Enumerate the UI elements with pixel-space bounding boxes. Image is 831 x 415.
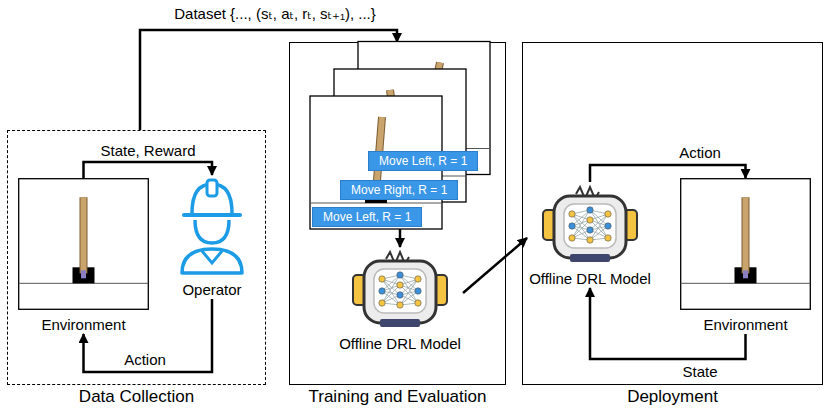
node-label: Operator [176, 281, 248, 299]
connector [84, 299, 213, 372]
action-label: Move Left, R = 1 [379, 154, 467, 168]
box-caption: Deployment [493, 387, 831, 407]
model-node: Offline DRL Model [337, 247, 463, 353]
group-box: Training and EvaluationMove Left, R = 1M… [289, 42, 506, 385]
model-icon [350, 247, 450, 329]
node-label: Offline DRL Model [527, 270, 653, 288]
box-title: Training and Evaluation [260, 387, 535, 407]
group-box: DeploymentOffline DRL ModelEnvironment [522, 42, 823, 385]
model-node: Offline DRL Model [527, 182, 653, 288]
box-caption: Training and Evaluation [260, 387, 535, 407]
environment-node: Environment [680, 178, 811, 334]
box-title: Data Collection [0, 387, 295, 407]
action-label: Move Right, R = 1 [351, 183, 447, 197]
environment-node: Environment [18, 178, 149, 334]
cartpole-frame [18, 178, 149, 310]
action-label: Move Left, R = 1 [323, 210, 411, 224]
node-label: Environment [678, 316, 813, 334]
connector [463, 238, 527, 293]
box-caption: Data Collection [0, 387, 295, 407]
node-label: Environment [16, 316, 151, 334]
box-title: Deployment [493, 387, 831, 407]
action-tag: Move Left, R = 1 [368, 151, 478, 171]
operator-icon [176, 175, 248, 275]
edge-label: Action [676, 144, 724, 161]
edge-label: Dataset {..., (sₜ, aₜ, rₜ, sₜ₊₁), ...} [171, 5, 379, 22]
edge-label: State, Reward [97, 142, 198, 159]
connector [84, 162, 213, 178]
group-box: Data CollectionEnvironmentOperator [7, 130, 266, 385]
node-label: Offline DRL Model [337, 335, 463, 353]
cartpole-frame [680, 178, 811, 310]
operator-node: Operator [176, 175, 248, 299]
connector [399, 227, 402, 247]
action-tag: Move Right, R = 1 [340, 180, 458, 200]
edge-label: Action [121, 351, 169, 368]
edge-label: State [679, 363, 720, 380]
model-icon [540, 182, 640, 264]
action-tag: Move Left, R = 1 [312, 207, 422, 227]
